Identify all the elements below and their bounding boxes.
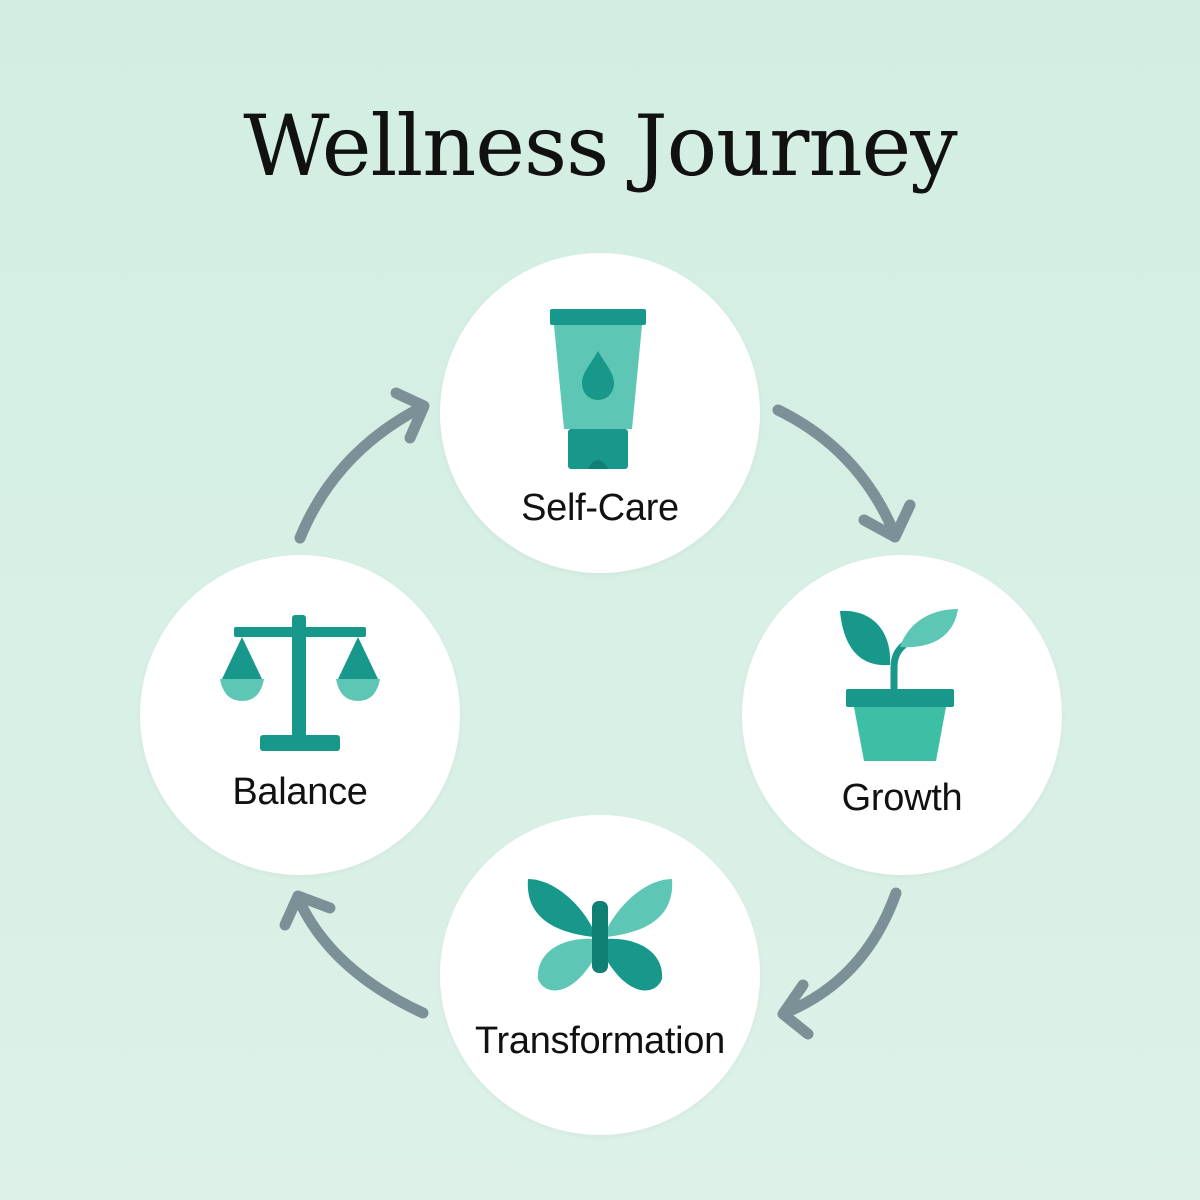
stage-label: Transformation bbox=[475, 1020, 725, 1062]
butterfly-icon bbox=[527, 879, 673, 991]
arrow-growth-to-transformation bbox=[777, 887, 902, 1040]
balance-scale-icon bbox=[220, 615, 380, 751]
stage-label: Balance bbox=[232, 771, 368, 813]
lotion-tube-icon bbox=[550, 309, 646, 469]
stage-label: Growth bbox=[841, 777, 963, 819]
stage-node-transformation: Transformation bbox=[440, 815, 760, 1135]
stage-node-self-care: Self-Care bbox=[440, 253, 760, 573]
page-title: Wellness Journey bbox=[243, 97, 957, 195]
arrow-selfcare-to-growth bbox=[772, 404, 916, 543]
stage-label: Self-Care bbox=[521, 487, 679, 529]
stage-node-balance: Balance bbox=[140, 555, 460, 875]
stage-node-growth: Growth bbox=[742, 555, 1062, 875]
potted-plant-icon bbox=[840, 609, 958, 761]
arrow-balance-to-selfcare bbox=[294, 387, 430, 544]
arrow-transformation-to-balance bbox=[279, 890, 429, 1019]
